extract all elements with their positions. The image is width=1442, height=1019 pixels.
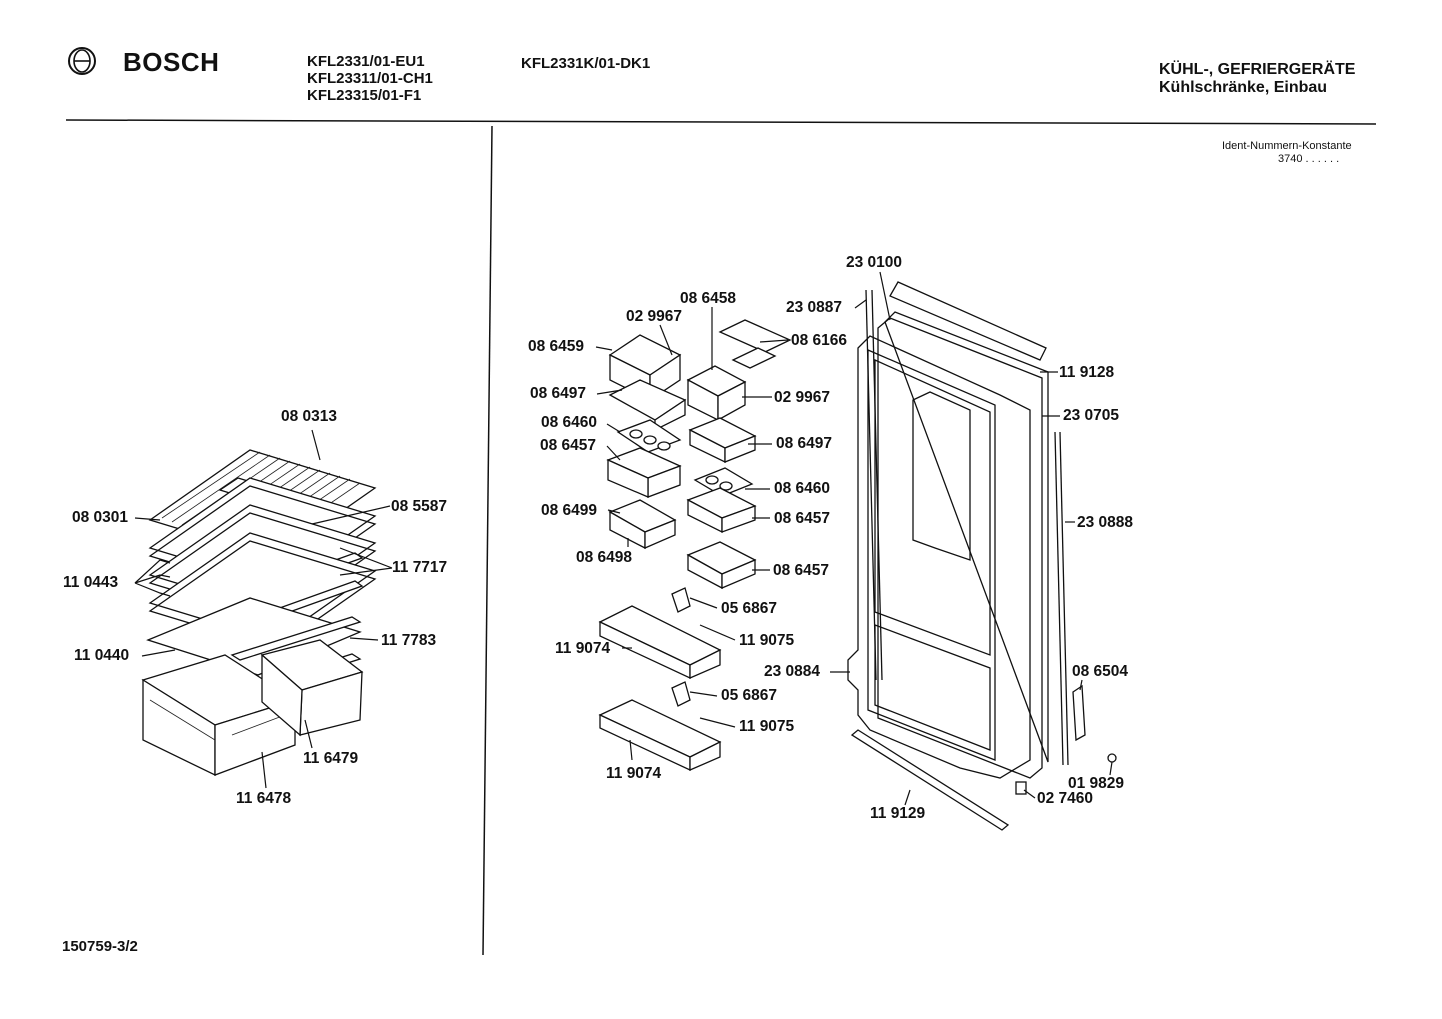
category-line-1: KÜHL-, GEFRIERGERÄTE [1159,61,1356,78]
model-list-col1: KFL2331/01-EU1 KFL23311/01-CH1 KFL23315/… [307,53,433,104]
butter-compartment-right [686,319,792,422]
part-label-119075-b: 11 9075 [739,718,795,735]
left-leader-lines [134,429,393,789]
model-number: KFL2331K/01-DK1 [521,55,651,72]
bosch-logo-icon [68,47,96,75]
part-label-086498: 08 6498 [576,549,633,566]
category-line-2: Kühlschränke, Einbau [1159,79,1328,96]
model-list-col2: KFL2331K/01-DK1 [521,55,650,72]
header-rule [65,119,1377,125]
part-label-230100: 23 0100 [846,254,903,271]
part-label-230884: 23 0884 [764,663,821,680]
part-label-085587: 08 5587 [391,498,448,515]
part-label-110440: 11 0440 [74,647,130,664]
part-label-080301: 08 0301 [72,509,129,526]
door-shelf-upper [598,587,722,680]
door-hinge-parts [1015,684,1117,795]
part-label-116479: 11 6479 [303,750,359,767]
egg-tray-left [606,419,682,498]
crisper-drawer-large [141,654,297,777]
part-label-119074-b: 11 9074 [606,765,662,782]
part-label-119075-a: 11 9075 [739,632,795,649]
door-shelf-lower [598,681,722,772]
bottle-rack-left-top [608,499,677,550]
right-leader-lines [595,271,1113,806]
egg-tray-right [686,467,757,534]
model-number: KFL23315/01-F1 [307,87,422,104]
part-label-019829: 01 9829 [1068,775,1125,792]
ident-value: 3740 . . . . . . [1278,153,1340,165]
part-label-086504: 08 6504 [1072,663,1129,680]
part-label-086166: 08 6166 [791,332,848,349]
part-label-119129: 11 9129 [870,805,926,822]
part-label-086458: 08 6458 [680,290,737,307]
part-label-117783: 11 7783 [381,632,437,649]
part-label-119128: 11 9128 [1059,364,1115,381]
part-label-086497-a: 08 6497 [530,385,587,402]
model-number: KFL2331/01-EU1 [307,53,425,70]
part-label-110443: 11 0443 [63,574,119,591]
model-number: KFL23311/01-CH1 [307,70,433,87]
part-label-086459: 08 6459 [528,338,585,355]
part-label-027460: 02 7460 [1037,790,1094,807]
part-label-086457-b: 08 6457 [774,510,831,527]
compartment-right-4 [686,541,757,590]
compartment-right-2 [688,417,757,464]
part-label-116478: 11 6478 [236,790,292,807]
crisper-drawer-small [260,639,364,737]
part-label-230705: 23 0705 [1063,407,1120,424]
door-inner-liner [847,335,1031,779]
part-label-230888: 23 0888 [1077,514,1134,531]
door-bottom-strip [850,729,1010,831]
part-label-086499: 08 6499 [541,502,598,519]
butter-compartment-left [608,334,687,432]
part-label-056867-b: 05 6867 [721,687,778,704]
part-label-086460-a: 08 6460 [541,414,598,431]
drawing-number: 150759-3/2 [62,938,138,955]
part-label-086460-b: 08 6460 [774,480,831,497]
part-label-080313: 08 0313 [281,408,338,425]
ident-label: Ident-Nummern-Konstante [1222,140,1352,152]
part-label-117717: 11 7717 [392,559,448,576]
center-divider [482,125,493,956]
part-label-119074-a: 11 9074 [555,640,611,657]
part-label-029967-b: 02 9967 [774,389,831,406]
part-label-029967-a: 02 9967 [626,308,683,325]
part-label-056867-a: 05 6867 [721,600,778,617]
category-title: KÜHL-, GEFRIERGERÄTE Kühlschränke, Einba… [1159,61,1355,97]
part-label-086497-b: 08 6497 [776,435,833,452]
part-label-086457-c: 08 6457 [773,562,830,579]
brand-name: BOSCH [123,47,220,77]
part-label-230887: 23 0887 [786,299,843,316]
part-label-086457-a: 08 6457 [540,437,597,454]
